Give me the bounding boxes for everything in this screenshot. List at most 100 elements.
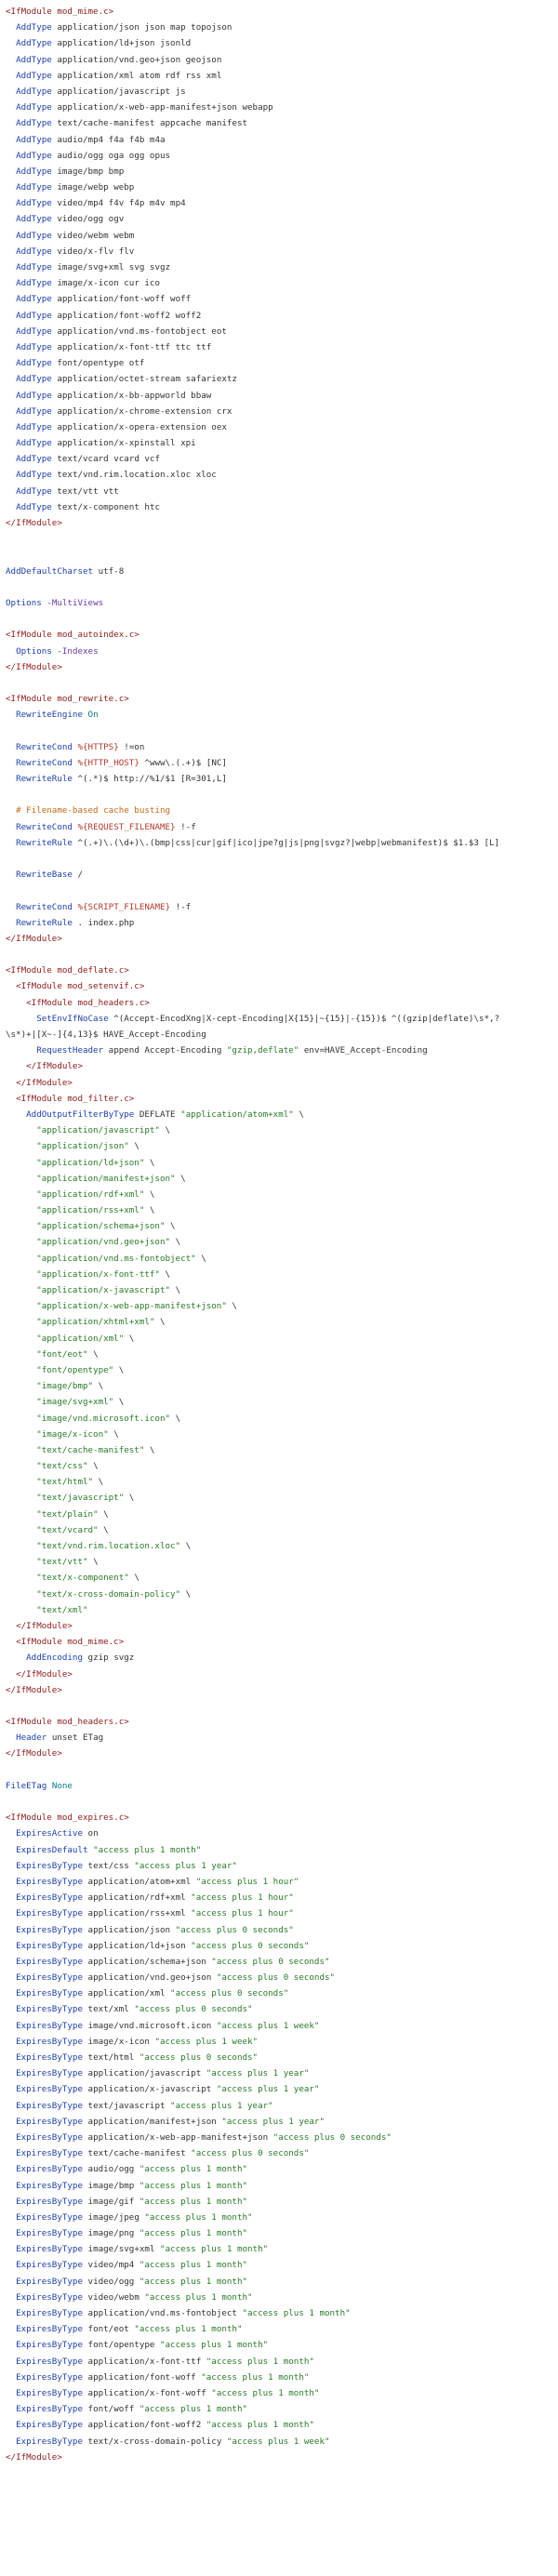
string-literal: "access plus 0 seconds" (139, 2052, 259, 2063)
code-text: \ (180, 1588, 192, 1600)
code-line: "application/ld+json" \ (6, 1155, 552, 1171)
code-text (6, 1828, 16, 1839)
code-text: image/vnd.microsoft.icon (83, 2020, 217, 2031)
code-text (6, 358, 16, 368)
code-line (6, 1698, 552, 1714)
directive: ExpiresByType (16, 2036, 83, 2047)
code-line: AddType audio/ogg oga ogg opus (6, 148, 552, 164)
code-text (6, 981, 16, 991)
code-line: AddEncoding gzip svgz (6, 1650, 552, 1666)
directive: AddType (16, 54, 52, 65)
code-text: on (83, 1828, 99, 1839)
code-line: "image/x-icon" \ (6, 1427, 552, 1442)
code-text (6, 1429, 36, 1440)
code-line: "application/x-javascript" \ (6, 1282, 552, 1298)
code-text (6, 102, 16, 113)
code-text: text/x-cross-domain-policy (83, 2436, 227, 2447)
code-text (6, 486, 16, 497)
code-line (6, 723, 552, 738)
code-text (6, 998, 26, 1008)
code-line: <IfModule mod_mime.c> (6, 1634, 552, 1650)
code-line: <IfModule mod_headers.c> (6, 1714, 552, 1730)
code-text (6, 2197, 16, 2207)
code-text (6, 151, 16, 161)
code-line: "application/vnd.geo+json" \ (6, 1234, 552, 1250)
code-text: text/vnd.rim.location.xloc xloc (51, 470, 217, 481)
directive: ExpiresByType (16, 2020, 83, 2031)
code-text: video/ogg (83, 2276, 140, 2287)
code-line: AddType application/x-opera-extension oe… (6, 419, 552, 435)
directive: AddType (16, 454, 52, 465)
string-literal: "access plus 1 month" (211, 2387, 320, 2398)
string-literal: "access plus 1 month" (139, 2276, 248, 2287)
option-value: -MultiViews (46, 597, 104, 608)
directive: ExpiresByType (16, 2260, 83, 2271)
string-literal: "application/x-font-ttf" (36, 1268, 160, 1280)
code-text (6, 2372, 16, 2383)
code-text (6, 1254, 36, 1264)
code-text: application/xml (83, 1988, 171, 1999)
code-text (6, 1525, 36, 1535)
directive: ExpiresByType (16, 2211, 83, 2223)
string-literal: "image/vnd.microsoft.icon" (36, 1413, 171, 1424)
code-text (6, 2101, 16, 2111)
code-text: ^www\.(.+)$ [NC] (139, 757, 227, 768)
code-text (6, 1669, 16, 1680)
code-text (6, 2052, 16, 2063)
code-line: ExpiresByType application/javascript "ac… (6, 2065, 552, 2081)
code-line (6, 947, 552, 963)
string-literal: "text/vtt" (36, 1557, 88, 1568)
code-line: "application/xhtml+xml" \ (6, 1314, 552, 1330)
directive: AddType (16, 22, 52, 33)
code-line: AddType font/opentype otf (6, 355, 552, 371)
code-text (6, 2164, 16, 2174)
directive: AddType (16, 470, 52, 481)
code-text (6, 166, 16, 177)
code-text (6, 805, 16, 816)
code-text: application/rdf+xml (83, 1892, 192, 1904)
code-line: Options -Indexes (6, 644, 552, 659)
code-text (6, 902, 16, 912)
directive: AddType (16, 421, 52, 432)
code-line: ExpiresByType text/xml "access plus 0 se… (6, 2001, 552, 2017)
code-text: application/ld+json (83, 1940, 192, 1951)
code-text: application/x-font-woff (83, 2387, 212, 2398)
code-line: ExpiresByType application/manifest+json … (6, 2114, 552, 2130)
code-text: text/vcard vcard vcf (51, 454, 160, 465)
code-text: utf-8 (93, 565, 125, 577)
string-literal: "text/plain" (36, 1508, 99, 1520)
directive: Options (16, 645, 52, 657)
string-literal: "text/html" (36, 1477, 94, 1488)
code-line (6, 547, 552, 563)
directive: ExpiresByType (16, 2291, 83, 2303)
code-text (6, 2117, 16, 2127)
code-line: AddType image/svg+xml svg svgz (6, 259, 552, 275)
code-text: application/octet-stream safariextz (51, 374, 237, 385)
directive: AddType (16, 278, 52, 289)
module-tag: <IfModule mod_expires.c> (6, 1812, 129, 1824)
code-text (6, 214, 16, 224)
code-line: ExpiresByType application/xml "access pl… (6, 1985, 552, 2001)
code-line: ExpiresByType image/png "access plus 1 m… (6, 2225, 552, 2241)
string-literal: "access plus 0 seconds" (272, 2131, 392, 2143)
code-line: ExpiresByType image/svg+xml "access plus… (6, 2241, 552, 2257)
code-text: \s*)+|[X~-]{4,13}$ HAVE_Accept-Encoding (6, 1029, 206, 1040)
directive: AddType (16, 294, 52, 305)
directive: ExpiresByType (16, 2131, 83, 2143)
code-line: ExpiresDefault "access plus 1 month" (6, 1842, 552, 1858)
string-literal: "application/vnd.geo+json" (36, 1237, 171, 1248)
code-text (6, 118, 16, 128)
code-text: \ (98, 1508, 109, 1520)
code-text (6, 2357, 16, 2367)
code-line: AddType video/mp4 f4v f4p m4v mp4 (6, 195, 552, 211)
code-text (6, 55, 16, 65)
string-literal: "access plus 1 month" (139, 2164, 248, 2175)
code-line: ExpiresByType image/x-icon "access plus … (6, 2034, 552, 2050)
string-literal: "access plus 0 seconds" (216, 1972, 336, 1984)
server-variable: %{REQUEST_FILENAME} (77, 821, 176, 832)
code-text (6, 1285, 36, 1295)
code-text (6, 2340, 16, 2350)
code-line: "application/rdf+xml" \ (6, 1187, 552, 1202)
code-text (6, 2084, 16, 2094)
code-text: application/vnd.geo+json (83, 1972, 217, 1984)
